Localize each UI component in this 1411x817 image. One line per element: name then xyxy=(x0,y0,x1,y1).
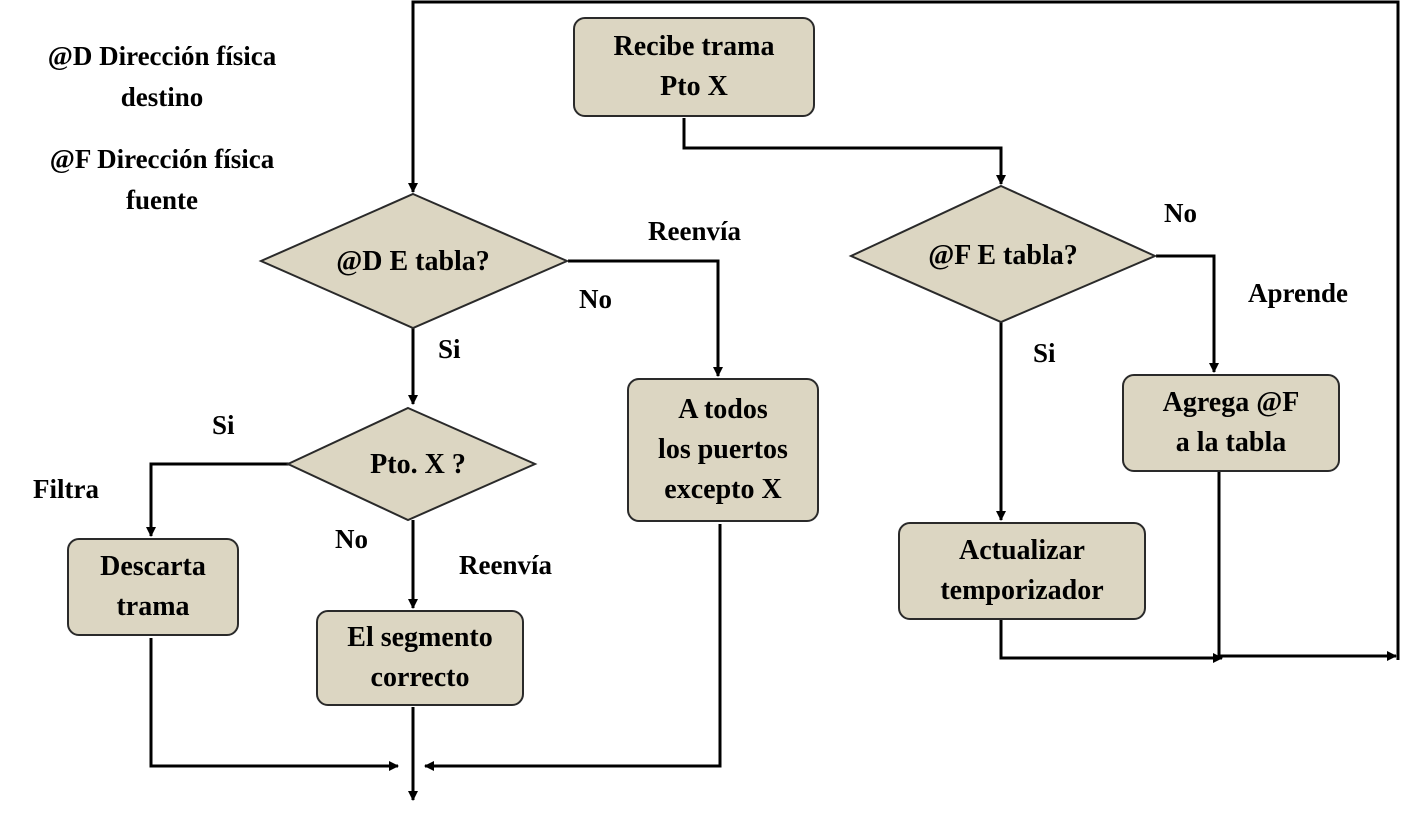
f-decision-label: @F E tabla? xyxy=(928,240,1078,271)
legend-fuente: @F Dirección física fuente xyxy=(49,144,275,215)
agrega-join-connector xyxy=(1217,472,1397,661)
actualizar-join-connector xyxy=(999,620,1223,663)
f-decision-shape xyxy=(848,184,1158,324)
descarta-box: Descarta trama xyxy=(67,538,239,636)
f-no-label: No xyxy=(1164,198,1197,228)
d-reenvia-label: Reenvía xyxy=(648,216,741,246)
f-aprende-label: Aprende xyxy=(1248,278,1349,308)
todos-merge-connector xyxy=(424,524,722,771)
segmento-box: El segmento correcto xyxy=(316,610,524,706)
actualizar-box: Actualizar temporizador xyxy=(898,522,1146,620)
p-si-label: Si xyxy=(212,410,235,440)
descarta-merge-connector xyxy=(149,638,399,771)
p-no-label: No xyxy=(335,524,368,554)
legend-destino: @D Dirección física destino xyxy=(47,41,277,112)
agrega-box: Agrega @F a la tabla xyxy=(1122,374,1340,472)
recibe-to-f-decision-connector xyxy=(682,118,1006,185)
recibe-trama-box: Recibe trama Pto X xyxy=(573,17,815,117)
loop-return-connector xyxy=(408,0,1400,660)
pto-decision-label: Pto. X ? xyxy=(370,449,466,480)
p-filtra-label: Filtra xyxy=(33,474,99,504)
d-no-connector xyxy=(568,259,723,377)
todos-puertos-box: A todos los puertos excepto X xyxy=(627,378,819,522)
pto-decision-shape xyxy=(285,406,538,522)
f-si-label: Si xyxy=(1033,338,1056,368)
d-no-label: No xyxy=(579,284,612,314)
d-si-label: Si xyxy=(438,334,461,364)
d-decision-shape xyxy=(258,192,570,330)
p-si-connector xyxy=(146,462,289,537)
f-no-connector xyxy=(1156,254,1219,373)
d-decision-label: @D E tabla? xyxy=(336,246,490,277)
p-reenvia-label: Reenvía xyxy=(459,550,552,580)
